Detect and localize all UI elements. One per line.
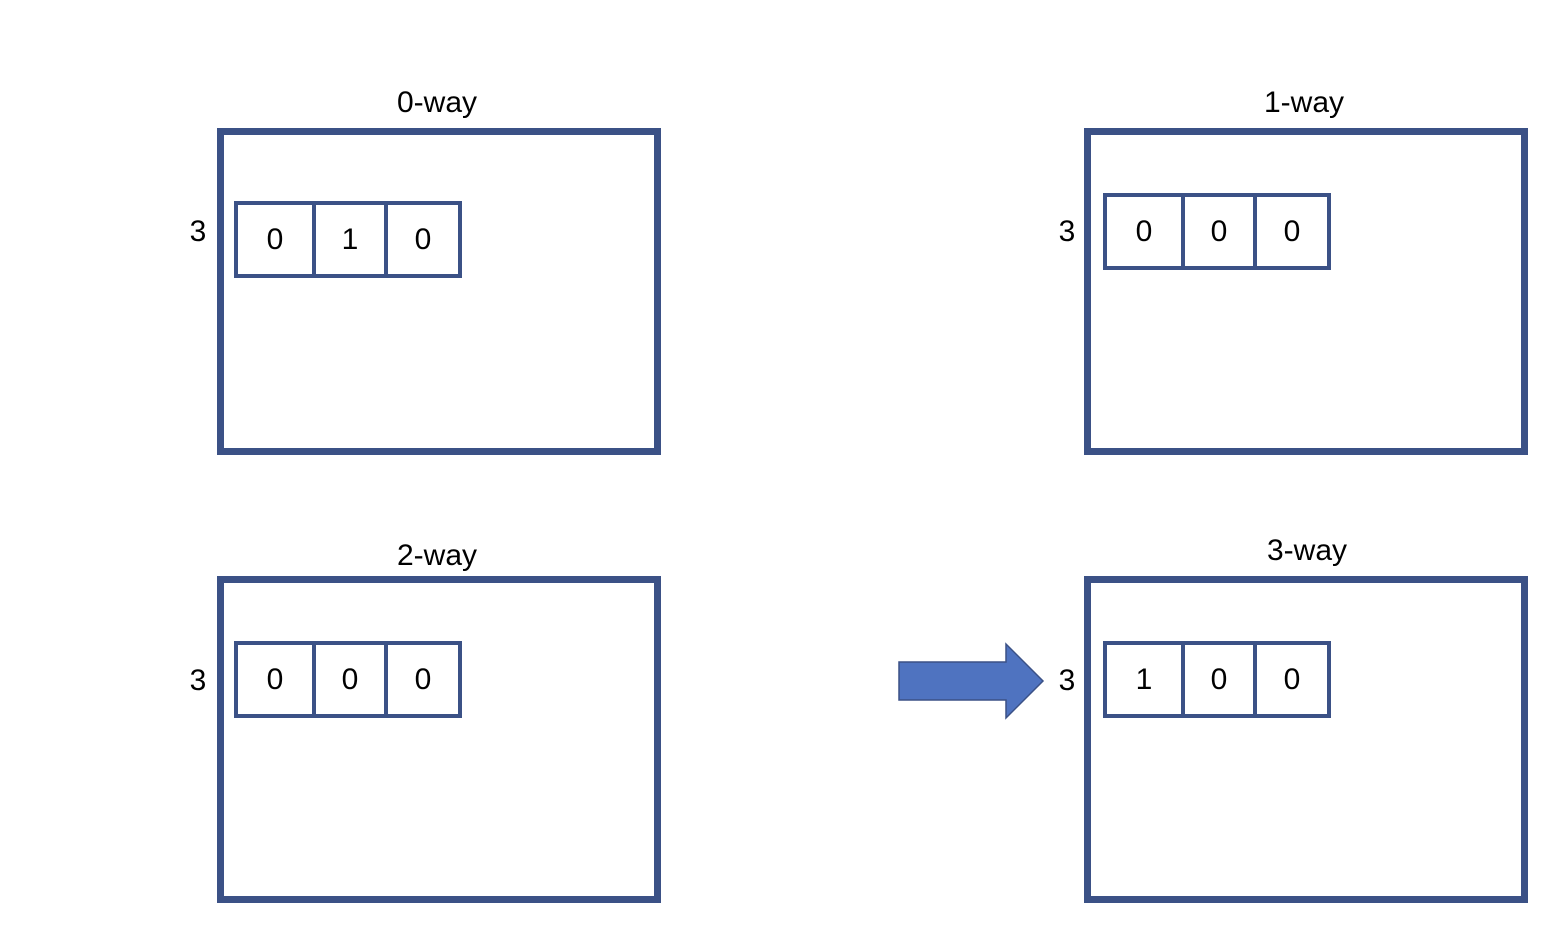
way-3-cell: 1	[1135, 662, 1153, 696]
way-0-cell: 0	[266, 222, 284, 256]
way-1-cell: 0	[1135, 214, 1153, 248]
way-1-cell-row: 0 0 0	[1103, 193, 1331, 270]
way-2-cell: 0	[383, 645, 458, 714]
way-1-row-index: 3	[1058, 215, 1076, 248]
way-3-row-index: 3	[1058, 664, 1076, 697]
way-2-cell: 0	[266, 662, 284, 696]
way-0-row-index: 3	[189, 215, 207, 248]
way-0-title: 0-way	[396, 86, 478, 119]
way-3-cell: 0	[1180, 645, 1253, 714]
way-3-title: 3-way	[1266, 534, 1348, 567]
way-1-cell: 0	[1180, 197, 1253, 266]
way-2-row-index: 3	[189, 664, 207, 697]
way-2-cell: 0	[311, 645, 384, 714]
right-arrow-shape	[898, 642, 1045, 720]
way-1-title: 1-way	[1263, 86, 1345, 119]
way-0-cell-row: 0 1 0	[234, 201, 462, 278]
way-0-cell: 0	[383, 205, 458, 274]
way-2-cell-row: 0 0 0	[234, 641, 462, 718]
way-3-cell-row: 1 0 0	[1103, 641, 1331, 718]
way-1-cell: 0	[1252, 197, 1327, 266]
way-2-box	[217, 576, 661, 903]
right-arrow-icon	[898, 642, 1045, 720]
way-3-box	[1084, 576, 1528, 903]
way-0-box	[217, 128, 661, 455]
way-3-cell: 0	[1252, 645, 1327, 714]
way-0-cell: 1	[311, 205, 384, 274]
way-1-box	[1084, 128, 1528, 455]
way-2-title: 2-way	[396, 539, 478, 572]
